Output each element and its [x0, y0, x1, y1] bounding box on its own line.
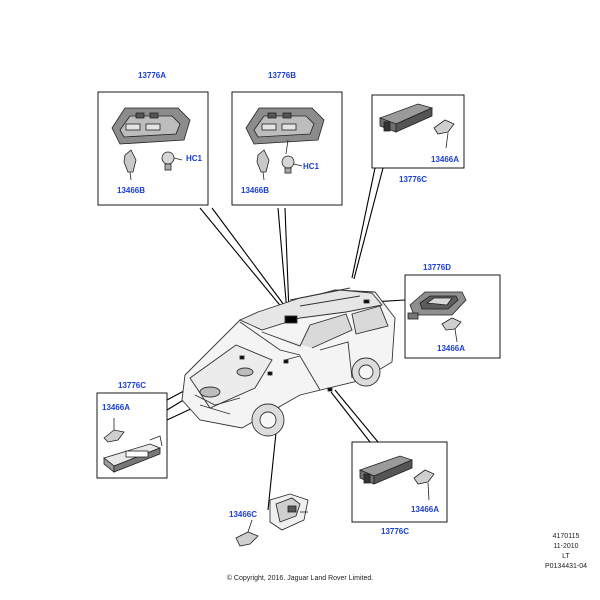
roof-rear-lamp-illustration: [378, 103, 455, 149]
luggage-lamp-bulb-label[interactable]: 13466C: [229, 510, 258, 519]
stamp-code: 4170115: [552, 533, 580, 540]
front-footwell-lamp-bulb-label[interactable]: 13466A: [102, 403, 131, 412]
rear-footwell-lamp-illustration: [358, 455, 435, 501]
roof-console-a-bulb-label[interactable]: 13466B: [117, 186, 146, 195]
roof-console-a-illustration: [111, 107, 191, 181]
roof-console-b-hc1-label[interactable]: HC1: [303, 162, 320, 171]
roof-rear-lamp-bulb-label[interactable]: 13466A: [431, 155, 460, 164]
stamp-ref: P0134431-04: [544, 563, 588, 570]
panel-roof-console-a: [97, 91, 209, 206]
roof-console-b-illustration: [245, 107, 325, 181]
stamp-side: LT: [562, 553, 570, 560]
roof-rear-lamp-assembly-label[interactable]: 13776C: [399, 175, 428, 184]
panel-rear-footwell-lamp: [351, 441, 448, 523]
rear-footwell-lamp-bulb-label[interactable]: 13466A: [411, 505, 440, 514]
roof-console-b-assembly-label[interactable]: 13776B: [268, 71, 297, 80]
roof-console-a-hc1-label[interactable]: HC1: [186, 154, 203, 163]
rear-reading-lamp-illustration: [407, 291, 467, 343]
copyright-notice: © Copyright, 2016. Jaguar Land Rover Lim…: [226, 575, 374, 582]
front-footwell-lamp-illustration: [103, 418, 163, 473]
stamp-date: 11-2010: [553, 543, 579, 550]
drawing-stamp: 4170115 11-2010 LT P0134431-04: [540, 532, 592, 572]
panel-roof-console-b: [231, 91, 343, 206]
luggage-lamp-illustration: [235, 493, 309, 547]
panel-rear-reading-lamp: [404, 274, 501, 359]
front-footwell-lamp-assembly-label[interactable]: 13776C: [118, 381, 147, 390]
rear-reading-lamp-assembly-label[interactable]: 13776D: [423, 263, 452, 272]
roof-console-a-assembly-label[interactable]: 13776A: [138, 71, 167, 80]
car-illustration: [181, 287, 396, 437]
panel-front-footwell-lamp: [96, 392, 168, 479]
rear-reading-lamp-bulb-label[interactable]: 13466A: [437, 344, 466, 353]
roof-console-b-bulb-label[interactable]: 13466B: [241, 186, 270, 195]
rear-footwell-lamp-assembly-label[interactable]: 13776C: [381, 527, 410, 536]
panel-roof-rear-lamp: [371, 94, 465, 169]
